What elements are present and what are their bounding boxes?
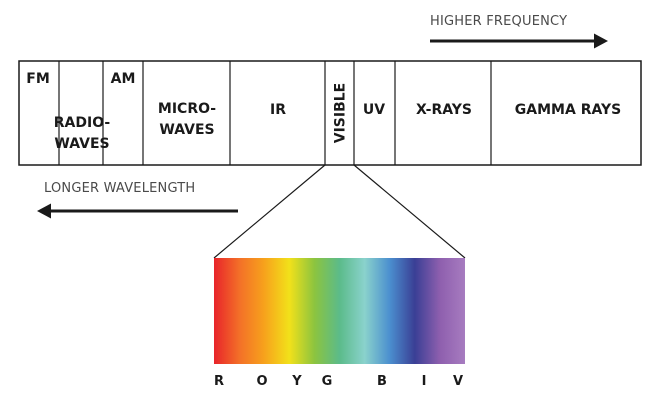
gamma-rays-label: GAMMA RAYS bbox=[515, 102, 621, 118]
left-arrow-icon bbox=[37, 203, 238, 219]
ir-label: IR bbox=[270, 102, 286, 118]
spectrum-bands-box bbox=[18, 60, 642, 166]
color-letter-y: Y bbox=[291, 374, 302, 389]
color-letter-v: V bbox=[453, 374, 463, 389]
radio-waves-label-line2: WAVES bbox=[54, 136, 109, 152]
visible-spectrum-rectangle bbox=[214, 258, 465, 364]
higher-frequency-label: HIGHER FREQUENCY bbox=[430, 14, 567, 29]
radio-waves-label-line1: RADIO- bbox=[54, 115, 111, 131]
longer-wavelength-label: LONGER WAVELENGTH bbox=[44, 181, 195, 196]
x-rays-label: X-RAYS bbox=[416, 102, 472, 118]
visible-label: VISIBLE bbox=[333, 83, 349, 144]
color-letter-i: I bbox=[422, 374, 427, 389]
color-letter-g: G bbox=[322, 374, 333, 389]
microwaves-label-line1: MICRO- bbox=[158, 101, 216, 117]
uv-label: UV bbox=[363, 102, 385, 118]
zoom-connector-lines bbox=[213, 164, 466, 259]
color-letter-o: O bbox=[256, 374, 267, 389]
right-arrow-icon bbox=[430, 33, 608, 49]
microwaves-label-line2: WAVES bbox=[159, 122, 214, 138]
fm-label: FM bbox=[26, 71, 50, 87]
color-letter-r: R bbox=[214, 374, 224, 389]
am-label: AM bbox=[111, 71, 136, 87]
color-letter-b: B bbox=[377, 374, 387, 389]
